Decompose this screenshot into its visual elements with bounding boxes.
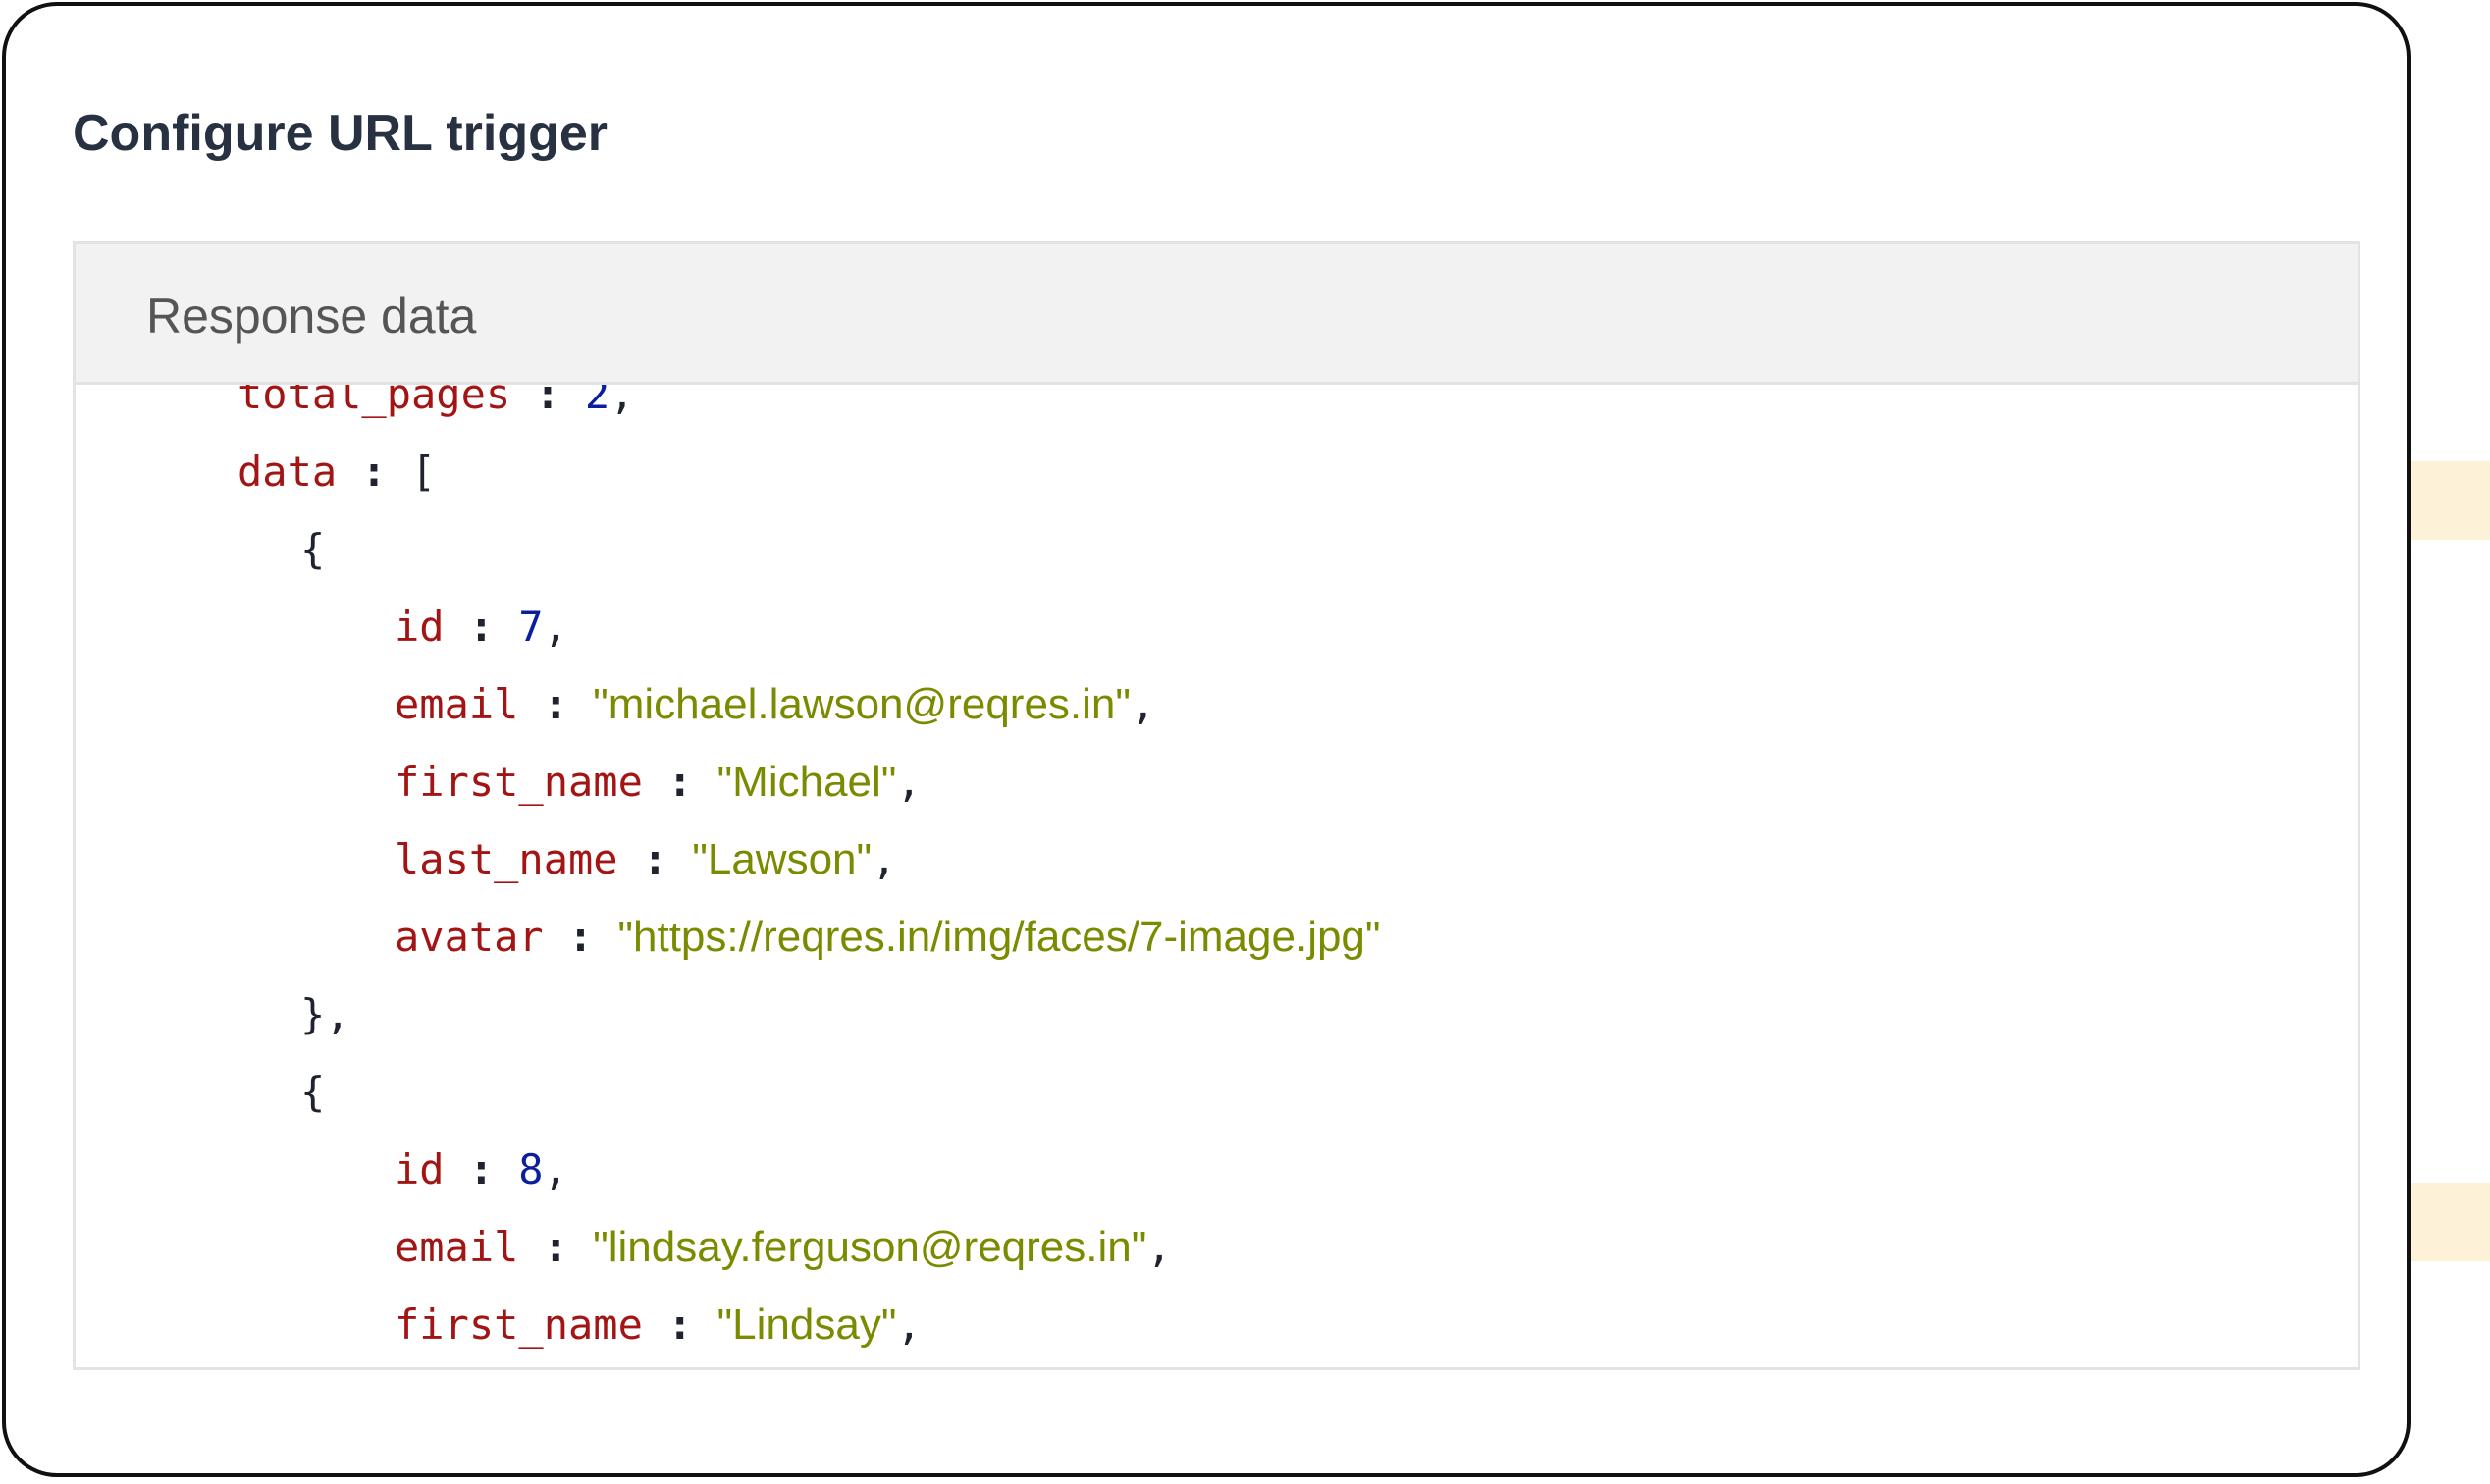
code-line: email: "lindsay.ferguson@reqres.in", xyxy=(395,1208,1172,1286)
json-colon: : xyxy=(468,1145,495,1193)
json-punctuation: { xyxy=(300,1068,326,1116)
json-string-value: "Lindsay" xyxy=(716,1300,897,1349)
json-colon: : xyxy=(667,1300,693,1349)
json-punctuation: , xyxy=(1131,680,1156,728)
json-key: id xyxy=(395,603,445,651)
json-key: first_name xyxy=(395,1300,643,1349)
json-key: total_pages xyxy=(238,385,511,418)
code-line: id:7, xyxy=(395,588,568,665)
json-colon: : xyxy=(361,448,387,496)
code-line: data: [ xyxy=(238,433,436,510)
json-string-value: "Lawson" xyxy=(692,835,873,883)
json-punctuation: , xyxy=(872,835,897,883)
json-key: data xyxy=(238,448,338,496)
response-data-title: Response data xyxy=(146,289,477,344)
json-code-viewer[interactable]: total_pages:2,data:[{id:7,email:"michael… xyxy=(76,385,2358,1367)
json-colon: : xyxy=(642,835,668,883)
response-data-header: Response data xyxy=(76,244,2358,385)
json-punctuation: [ xyxy=(410,448,437,496)
json-colon: : xyxy=(543,1223,568,1271)
scroll-position-marker xyxy=(2411,1183,2490,1261)
json-string-value: "michael.lawson@reqres.in" xyxy=(593,680,1132,728)
json-key: last_name xyxy=(395,835,618,883)
json-number-value: 2 xyxy=(584,385,610,418)
code-line: first_name: "Lindsay", xyxy=(395,1286,922,1363)
json-punctuation: , xyxy=(896,758,922,806)
code-line: }, xyxy=(300,976,350,1053)
code-line: { xyxy=(300,1053,325,1131)
json-colon: : xyxy=(667,758,693,806)
code-line: last_name:"Ferguson", xyxy=(395,1363,930,1367)
code-line: first_name: "Michael", xyxy=(395,743,922,821)
json-colon: : xyxy=(567,913,594,961)
json-punctuation: { xyxy=(300,525,326,573)
json-punctuation: , xyxy=(1146,1223,1172,1271)
code-line: email: "michael.lawson@reqres.in", xyxy=(395,665,1155,743)
json-colon: : xyxy=(543,680,568,728)
json-string-value: "Michael" xyxy=(716,758,897,806)
json-key: email xyxy=(395,680,519,728)
json-string-value: "lindsay.ferguson@reqres.in" xyxy=(593,1223,1147,1271)
code-line: { xyxy=(300,510,325,588)
json-punctuation: , xyxy=(543,603,568,651)
json-number-value: 8 xyxy=(518,1145,544,1193)
dialog-title: Configure URL trigger xyxy=(73,105,609,162)
json-punctuation: , xyxy=(896,1300,922,1349)
code-line: avatar: "https://reqres.in/img/faces/7-im… xyxy=(395,898,1381,976)
json-string-value: "https://reqres.in/img/faces/7-image.jpg… xyxy=(617,913,1381,961)
json-key: id xyxy=(395,1145,445,1193)
code-line: last_name: "Lawson", xyxy=(395,821,896,898)
json-number-value: 7 xyxy=(518,603,544,651)
json-key: first_name xyxy=(395,758,643,806)
json-punctuation: , xyxy=(609,385,635,418)
json-colon: : xyxy=(468,603,495,651)
scroll-position-marker xyxy=(2411,461,2490,540)
json-punctuation: , xyxy=(543,1145,568,1193)
configure-url-trigger-dialog: Configure URL trigger Response data tota… xyxy=(2,2,2411,1477)
json-punctuation: }, xyxy=(300,990,350,1038)
response-data-panel: Response data total_pages:2,data:[{id:7,… xyxy=(73,241,2360,1370)
json-key: avatar xyxy=(395,913,544,961)
json-key: email xyxy=(395,1223,519,1271)
json-colon: : xyxy=(535,385,560,418)
code-line: id:8, xyxy=(395,1131,568,1208)
code-line: total_pages:2, xyxy=(238,385,634,433)
